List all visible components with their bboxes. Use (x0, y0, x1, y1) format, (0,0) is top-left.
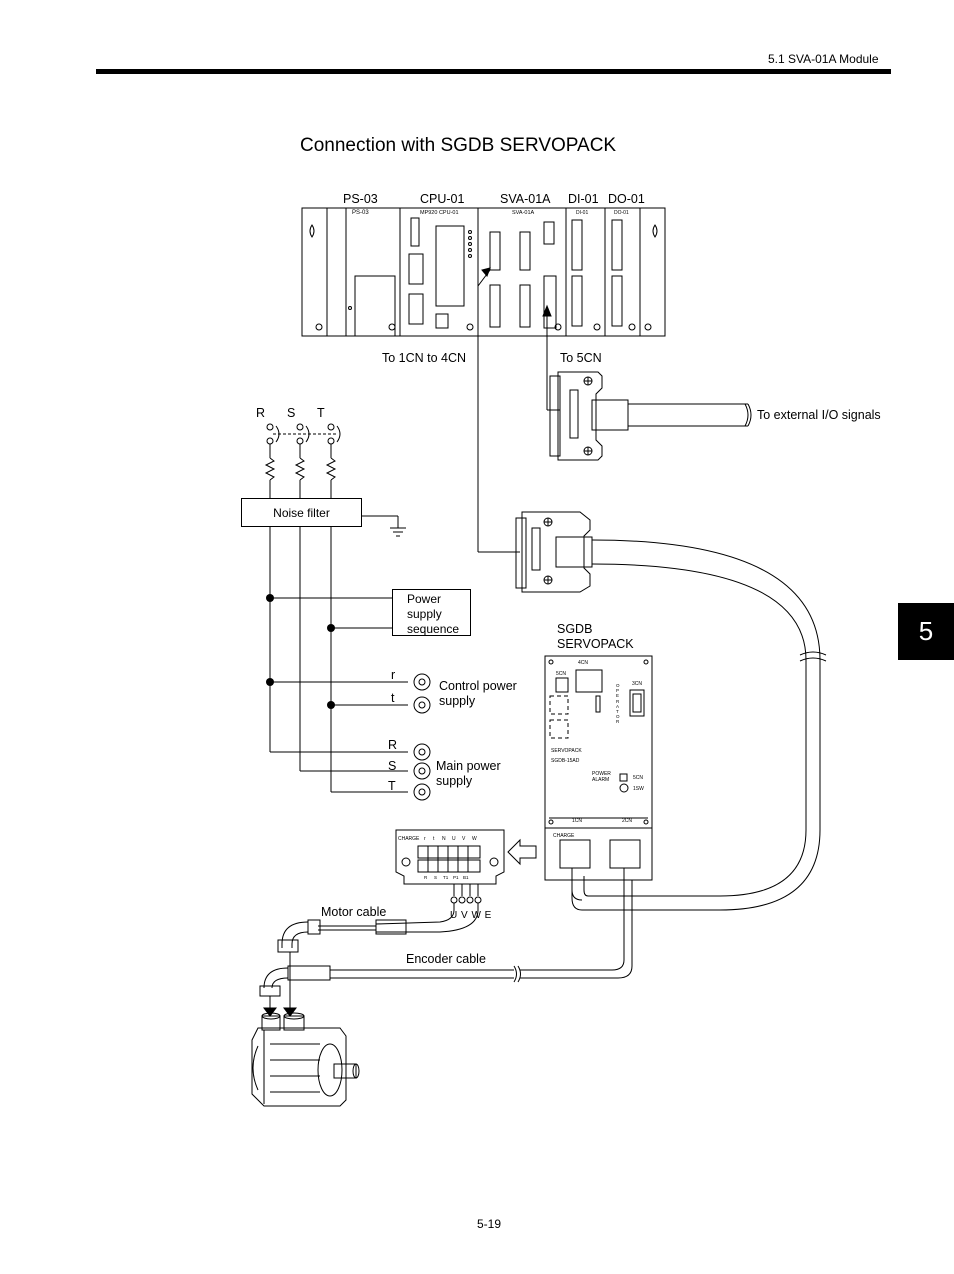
switch-1sw: 1SW (633, 786, 644, 792)
do-panel-label: DO-01 (614, 210, 629, 216)
pss-line-3: sequence (407, 622, 460, 636)
servopack-label-line-1: SGDB (557, 622, 593, 636)
page-title: Connection with SGDB SERVOPACK (300, 135, 617, 156)
tb-top-w: W (472, 836, 477, 842)
tb-top-t: t (433, 836, 435, 842)
servopack-4cn-label: 4CN (578, 660, 589, 666)
terminal-label-main-s: S (388, 759, 397, 773)
switch-5cn: 5CN (633, 775, 644, 781)
servopack-charge-label: CHARGE (553, 833, 575, 839)
terminal-label-main-r: R (388, 738, 398, 752)
tb-charge: CHARGE (398, 836, 420, 842)
pss-line-2: supply (407, 607, 442, 621)
control-power-line-2: supply (439, 694, 476, 708)
phase-label-t: T (317, 406, 325, 420)
servopack-operator-label: OPERATOR (616, 683, 620, 725)
module-label-ps03: PS-03 (343, 192, 378, 206)
tb-bottom-r: R (424, 875, 428, 880)
control-power-line-1: Control power (439, 679, 517, 693)
main-power-line-2: supply (436, 774, 473, 788)
main-power-line-1: Main power (436, 759, 501, 773)
module-label-di01: DI-01 (568, 192, 599, 206)
cpu-panel-label: MP920 CPU-01 (420, 210, 459, 216)
tb-top-u: U (452, 836, 456, 842)
motor-terminal-labels: U V W E (450, 910, 492, 921)
servopack-model-number: SGDB-15AD (551, 758, 580, 764)
ps-panel-label: PS-03 (352, 210, 369, 216)
servopack-5cn-label: 5CN (556, 671, 567, 677)
terminal-label-r-small: r (391, 668, 396, 682)
sva-panel-label: SVA-01A (512, 210, 535, 216)
pss-line-1: Power (407, 592, 442, 606)
servopack-3cn-label: 3CN (632, 681, 643, 687)
callout-to-1cn-4cn: To 1CN to 4CN (382, 351, 467, 365)
tb-bottom-t1: T1 (443, 875, 449, 880)
module-label-cpu01: CPU-01 (420, 192, 465, 206)
tb-top-v: V (462, 836, 466, 842)
servopack-2cn-label: 2CN (622, 818, 633, 824)
indicator-power: POWER (592, 771, 611, 777)
rack-frame (301, 207, 666, 337)
tb-top-n: N (442, 836, 446, 842)
terminal-label-main-t: T (388, 779, 396, 793)
module-label-do01: DO-01 (608, 192, 645, 206)
power-supply-sequence-box: Power supply sequence (392, 589, 471, 636)
phase-label-r: R (256, 406, 266, 420)
chapter-tab[interactable]: 5 (898, 603, 954, 660)
noise-filter-box: Noise filter (241, 498, 362, 527)
section-label: 5.1 SVA-01A Module (768, 52, 879, 66)
tb-top-r: r (424, 836, 426, 842)
tb-bottom-p1: P1 (453, 875, 459, 880)
servopack-model-text: SERVOPACK (551, 748, 582, 754)
callout-to-5cn: To 5CN (560, 351, 602, 365)
page-number: 5-19 (477, 1217, 502, 1231)
tb-bottom-s: S (434, 875, 438, 880)
header-rule (96, 69, 891, 74)
chapter-number: 5 (918, 616, 934, 646)
indicator-alarm: ALARM (592, 777, 610, 783)
terminal-label-t-small: t (391, 691, 395, 705)
phase-label-s: S (287, 406, 296, 420)
motor-cable-label: Motor cable (321, 905, 387, 919)
callout-to-external-io: To external I/O signals (757, 408, 881, 422)
module-label-sva01a: SVA-01A (500, 192, 551, 206)
tb-bottom-b1: B1 (463, 875, 469, 880)
servopack-label-line-2: SERVOPACK (557, 637, 634, 651)
encoder-cable-label: Encoder cable (406, 952, 486, 966)
servopack-1cn-label: 1CN (572, 818, 583, 824)
noise-filter-label: Noise filter (273, 505, 330, 520)
di-panel-label: DI-01 (576, 210, 589, 216)
